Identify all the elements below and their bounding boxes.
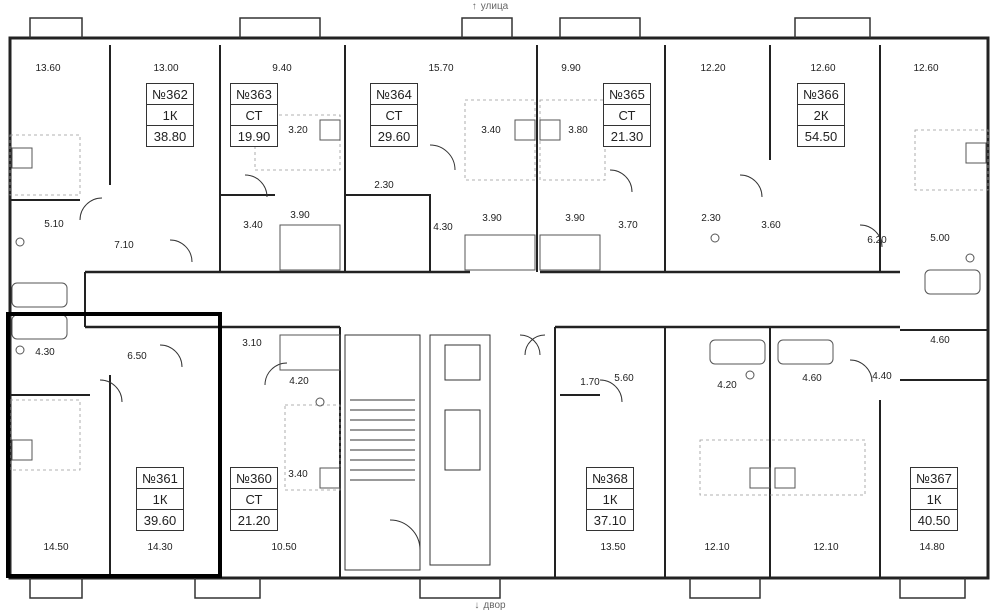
room-area: 3.80 bbox=[568, 125, 588, 136]
room-area: 2.30 bbox=[701, 213, 721, 224]
room-area: 14.30 bbox=[147, 542, 173, 553]
room-area: 9.40 bbox=[272, 63, 292, 74]
apartment-label-367[interactable]: №367 1К 40.50 bbox=[910, 467, 958, 531]
apartment-label-365[interactable]: №365 СТ 21.30 bbox=[603, 83, 651, 147]
room-area: 4.60 bbox=[802, 373, 822, 384]
apartment-number: №365 bbox=[604, 84, 650, 105]
arrow-down-icon: ↓ bbox=[474, 600, 480, 611]
room-area: 5.10 bbox=[44, 219, 64, 230]
apartment-type: СТ bbox=[231, 489, 277, 510]
room-area: 3.90 bbox=[290, 210, 310, 221]
balcony-notches bbox=[29, 17, 966, 599]
apartment-number: №362 bbox=[147, 84, 193, 105]
room-area: 14.50 bbox=[43, 542, 69, 553]
room-area: 4.40 bbox=[872, 371, 892, 382]
apartment-number: №367 bbox=[911, 468, 957, 489]
apartment-label-368[interactable]: №368 1К 37.10 bbox=[586, 467, 634, 531]
room-area: 5.60 bbox=[614, 373, 634, 384]
room-area: 3.10 bbox=[242, 338, 262, 349]
room-area: 3.40 bbox=[288, 469, 308, 480]
room-area: 4.20 bbox=[289, 376, 309, 387]
room-area: 6.50 bbox=[127, 351, 147, 362]
room-area: 12.60 bbox=[913, 63, 939, 74]
room-area: 13.50 bbox=[600, 542, 626, 553]
apartment-area: 39.60 bbox=[143, 512, 177, 528]
apartment-label-361[interactable]: №361 1К 39.60 bbox=[136, 467, 184, 531]
apartment-area: 21.20 bbox=[237, 512, 271, 528]
apartment-number: №363 bbox=[231, 84, 277, 105]
bathroom-fixtures bbox=[11, 224, 981, 407]
apartment-area: 40.50 bbox=[917, 512, 951, 528]
corridor-walls bbox=[85, 270, 900, 329]
arrow-up-icon: ↑ bbox=[471, 1, 477, 12]
room-area: 3.40 bbox=[481, 125, 501, 136]
apartment-area: 21.30 bbox=[610, 128, 644, 144]
room-area: 10.50 bbox=[271, 542, 297, 553]
room-area: 13.00 bbox=[153, 63, 179, 74]
room-area: 13.60 bbox=[35, 63, 61, 74]
apartment-type: 1К bbox=[587, 489, 633, 510]
apartment-number: №368 bbox=[587, 468, 633, 489]
apartment-label-364[interactable]: №364 СТ 29.60 bbox=[370, 83, 418, 147]
room-area: 12.10 bbox=[813, 542, 839, 553]
apartment-type: 1К bbox=[147, 105, 193, 126]
room-area: 5.00 bbox=[930, 233, 950, 244]
room-area: 4.60 bbox=[930, 335, 950, 346]
apartment-area: 19.90 bbox=[237, 128, 271, 144]
room-area: 4.30 bbox=[35, 347, 55, 358]
apartment-label-360[interactable]: №360 СТ 21.20 bbox=[230, 467, 278, 531]
apartment-number: №366 bbox=[798, 84, 844, 105]
room-area: 7.10 bbox=[114, 240, 134, 251]
apartment-area: 37.10 bbox=[593, 512, 627, 528]
room-area: 3.70 bbox=[618, 220, 638, 231]
outer-walls bbox=[8, 36, 990, 580]
room-area: 14.80 bbox=[919, 542, 945, 553]
staircase bbox=[344, 334, 491, 571]
apartment-number: №361 bbox=[137, 468, 183, 489]
room-area: 12.20 bbox=[700, 63, 726, 74]
room-area: 15.70 bbox=[428, 63, 454, 74]
apartment-type: СТ bbox=[371, 105, 417, 126]
room-area: 6.20 bbox=[867, 235, 887, 246]
apartment-area: 29.60 bbox=[377, 128, 411, 144]
apartment-type: СТ bbox=[604, 105, 650, 126]
yard-direction: ↓двор bbox=[474, 600, 506, 611]
apartment-type: 2К bbox=[798, 105, 844, 126]
apartment-label-366[interactable]: №366 2К 54.50 bbox=[797, 83, 845, 147]
room-area: 3.20 bbox=[288, 125, 308, 136]
apartment-label-362[interactable]: №362 1К 38.80 bbox=[146, 83, 194, 147]
apartment-area: 54.50 bbox=[804, 128, 838, 144]
room-area: 12.60 bbox=[810, 63, 836, 74]
street-direction: ↑улица bbox=[471, 1, 509, 12]
room-area: 4.20 bbox=[717, 380, 737, 391]
room-area: 12.10 bbox=[704, 542, 730, 553]
apartment-type: 1К bbox=[137, 489, 183, 510]
kitchen-zones bbox=[9, 99, 989, 496]
room-area: 9.90 bbox=[561, 63, 581, 74]
apartment-type: 1К bbox=[911, 489, 957, 510]
apartment-number: №364 bbox=[371, 84, 417, 105]
apartment-area: 38.80 bbox=[153, 128, 187, 144]
apartment-number: №360 bbox=[231, 468, 277, 489]
room-area: 2.30 bbox=[374, 180, 394, 191]
room-area: 3.90 bbox=[482, 213, 502, 224]
room-area: 3.60 bbox=[761, 220, 781, 231]
apartment-label-363[interactable]: №363 СТ 19.90 bbox=[230, 83, 278, 147]
door-swings bbox=[79, 144, 883, 403]
room-area: 4.30 bbox=[433, 222, 453, 233]
stove-icons bbox=[11, 119, 987, 489]
room-area: 3.90 bbox=[565, 213, 585, 224]
room-area: 1.70 bbox=[580, 377, 600, 388]
apartment-type: СТ bbox=[231, 105, 277, 126]
room-area: 3.40 bbox=[243, 220, 263, 231]
